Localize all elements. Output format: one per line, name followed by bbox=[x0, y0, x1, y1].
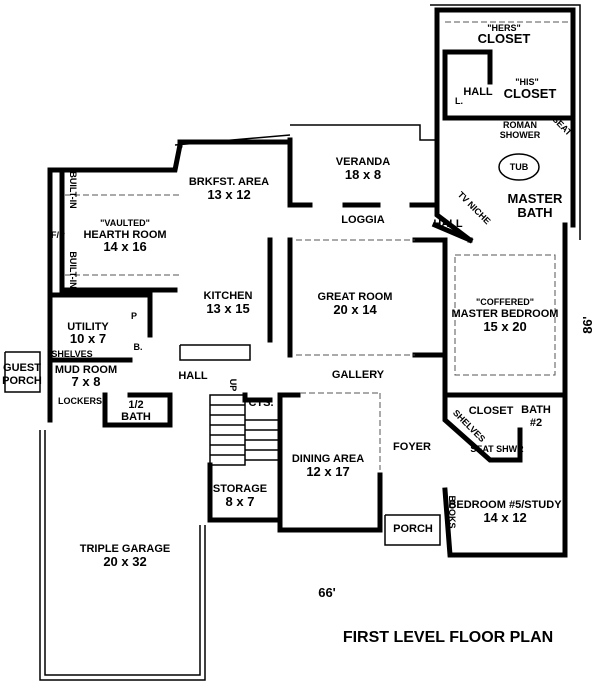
hers-closet-label: CLOSET bbox=[478, 31, 531, 46]
plan-title: FIRST LEVEL FLOOR PLAN bbox=[343, 629, 553, 646]
lockers-label: LOCKERS bbox=[58, 396, 102, 406]
kitchen-label: KITCHEN bbox=[204, 290, 253, 302]
bedroom5-size: 14 x 12 bbox=[483, 510, 526, 525]
loggia-label: LOGGIA bbox=[341, 214, 384, 226]
half-bath-label-2: BATH bbox=[121, 411, 151, 423]
brkfst-label: BRKFST. AREA bbox=[189, 176, 269, 188]
master-bedroom-note: "COFFERED" bbox=[476, 297, 534, 307]
garage-size: 20 x 32 bbox=[103, 554, 146, 569]
gallery-label: GALLERY bbox=[332, 369, 385, 381]
walls bbox=[4, 4, 581, 681]
roman-shower-label-1: ROMAN bbox=[503, 120, 537, 130]
tub-shape bbox=[498, 153, 540, 181]
books-label: BOOKS bbox=[447, 495, 457, 528]
kitchen-size: 13 x 15 bbox=[206, 301, 249, 316]
master-hall-label: HALL bbox=[433, 218, 463, 230]
tub-label: TUB bbox=[510, 162, 529, 172]
broom-label: B. bbox=[134, 342, 143, 352]
storage-label: STORAGE bbox=[213, 483, 267, 495]
closet2-label: CLOSET bbox=[469, 405, 514, 417]
fireplace-label: F/P bbox=[51, 230, 65, 240]
hearth-size: 14 x 16 bbox=[103, 239, 146, 254]
bath2-label-1: BATH bbox=[521, 404, 551, 416]
linen-label: L. bbox=[455, 96, 463, 106]
hers-closet-note: "HERS" bbox=[487, 23, 521, 33]
hearth-label: HEARTH ROOM bbox=[83, 229, 166, 241]
guest-porch-label-1: GUEST bbox=[3, 362, 41, 374]
utility-label: UTILITY bbox=[67, 321, 109, 333]
roman-shower-label-2: SHOWER bbox=[500, 130, 541, 140]
storage-size: 8 x 7 bbox=[226, 494, 255, 509]
veranda-size: 18 x 8 bbox=[345, 167, 381, 182]
utility-size: 10 x 7 bbox=[70, 331, 106, 346]
width-dimension: 66' bbox=[318, 585, 336, 600]
bedroom5-label: BEDROOM #5/STUDY bbox=[448, 499, 562, 511]
master-bedroom-label: MASTER BEDROOM bbox=[452, 308, 559, 320]
built-in-1-label: BUILT-IN bbox=[68, 171, 78, 208]
master-bath-label-1: MASTER bbox=[508, 191, 564, 206]
up-label: UP bbox=[228, 379, 238, 392]
veranda-label: VERANDA bbox=[336, 156, 390, 168]
hall-label: HALL bbox=[178, 370, 208, 382]
dining-label: DINING AREA bbox=[292, 453, 364, 465]
depth-dimension: 86' bbox=[580, 316, 595, 334]
pantry-label: P bbox=[131, 311, 137, 321]
guest-porch-label-2: PORCH bbox=[2, 375, 42, 387]
porch-label: PORCH bbox=[393, 523, 433, 535]
great-room-label: GREAT ROOM bbox=[318, 291, 393, 303]
great-room-size: 20 x 14 bbox=[333, 302, 377, 317]
cts-label: CTS. bbox=[248, 397, 273, 409]
his-closet-label: CLOSET bbox=[504, 86, 557, 101]
shelves-label: SHELVES bbox=[51, 349, 92, 359]
master-bath-label-2: BATH bbox=[517, 205, 552, 220]
hearth-note: "VAULTED" bbox=[100, 218, 150, 228]
mud-room-label: MUD ROOM bbox=[55, 364, 117, 376]
seat-shwr-label: SEAT SHWR bbox=[470, 444, 524, 454]
half-bath-label-1: 1/2 bbox=[128, 399, 143, 411]
his-closet-note: "HIS" bbox=[515, 77, 539, 87]
mud-room-size: 7 x 8 bbox=[72, 374, 101, 389]
foyer-label: FOYER bbox=[393, 441, 431, 453]
bath2-label-2: #2 bbox=[530, 417, 542, 429]
built-in-2-label: BUILT-IN bbox=[68, 251, 78, 288]
master-bedroom-size: 15 x 20 bbox=[483, 319, 526, 334]
upper-hall-label: HALL bbox=[463, 86, 493, 98]
dashed-lines bbox=[65, 21, 570, 470]
brkfst-size: 13 x 12 bbox=[207, 187, 250, 202]
dining-size: 12 x 17 bbox=[306, 464, 349, 479]
garage-label: TRIPLE GARAGE bbox=[80, 543, 170, 555]
